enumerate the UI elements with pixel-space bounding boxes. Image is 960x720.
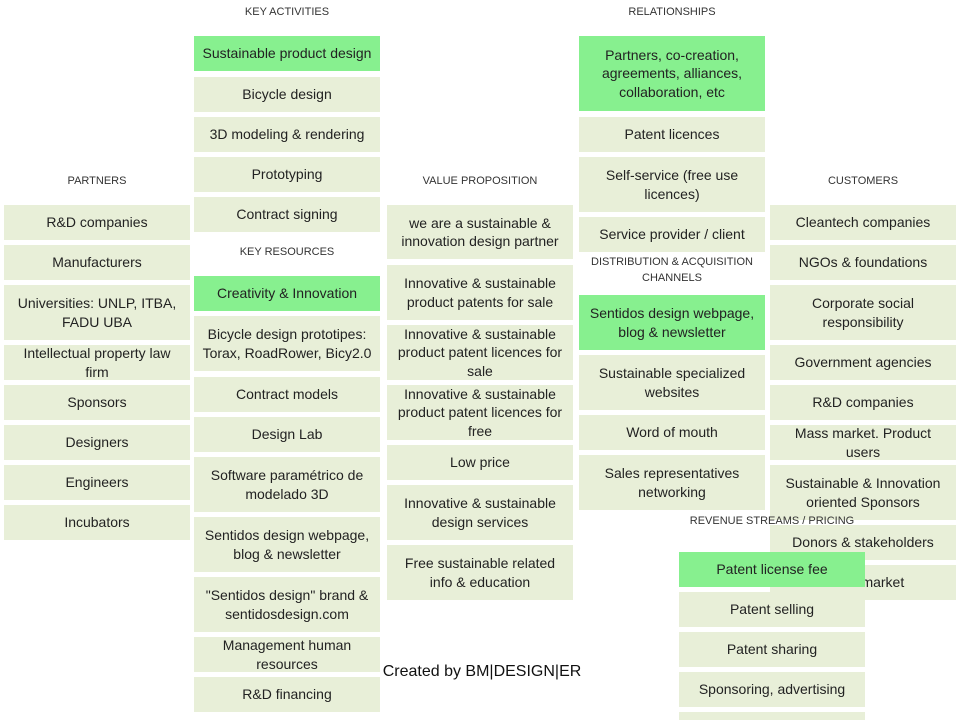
partner-box: Engineers	[4, 465, 190, 500]
relationship-box: Self-service (free use licences)	[579, 157, 765, 212]
customer-box: Mass market. Product users	[770, 425, 956, 460]
key-resource-box: Software paramétrico de modelado 3D	[194, 457, 380, 512]
customer-box: Government agencies	[770, 345, 956, 380]
channels-header: DISTRIBUTION & ACQUISITION CHANNELS	[591, 256, 753, 284]
partners-header: PARTNERS	[67, 175, 127, 187]
customer-box: Corporate social responsibility	[770, 285, 956, 340]
customer-box: R&D companies	[770, 385, 956, 420]
revenue-header: REVENUE STREAMS / PRICING	[689, 515, 855, 527]
key-resource-box: Design Lab	[194, 417, 380, 452]
channel-box: Word of mouth	[579, 415, 765, 450]
value-proposition-box: Free sustainable related info & educatio…	[387, 545, 573, 600]
value-proposition-header: VALUE PROPOSITION	[422, 175, 538, 187]
key-activity-box: Contract signing	[194, 197, 380, 232]
key-activity-box: Prototyping	[194, 157, 380, 192]
customer-box: NGOs & foundations	[770, 245, 956, 280]
key-resource-box: Contract models	[194, 377, 380, 412]
revenue-box: Sponsoring, advertising	[679, 672, 865, 707]
key-resource-box: Bicycle design prototipes: Torax, RoadRo…	[194, 316, 380, 371]
value-proposition-box: we are a sustainable & innovation design…	[387, 205, 573, 259]
key-resource-box: R&D financing	[194, 677, 380, 712]
channel-box: Sentidos design webpage, blog & newslett…	[579, 295, 765, 350]
partner-box: Universities: UNLP, ITBA, FADU UBA	[4, 285, 190, 340]
key-activities-header: KEY ACTIVITIES	[244, 6, 330, 18]
relationship-box: Service provider / client	[579, 217, 765, 252]
partner-box: Intellectual property law firm	[4, 345, 190, 380]
partner-box: R&D companies	[4, 205, 190, 240]
key-resources-header: KEY RESOURCES	[239, 246, 335, 258]
customer-box: Cleantech companies	[770, 205, 956, 240]
relationships-header: RELATIONSHIPS	[628, 6, 716, 18]
key-resource-box: Creativity & Innovation	[194, 276, 380, 311]
value-proposition-box: Innovative & sustainable product patent …	[387, 325, 573, 380]
partner-box: Incubators	[4, 505, 190, 540]
relationship-box: Partners, co-creation, agreements, allia…	[579, 36, 765, 111]
revenue-box	[679, 712, 865, 720]
channel-box: Sales representatives networking	[579, 455, 765, 510]
partner-box: Designers	[4, 425, 190, 460]
partner-box: Sponsors	[4, 385, 190, 420]
channel-box: Sustainable specialized websites	[579, 355, 765, 410]
value-proposition-box: Low price	[387, 445, 573, 480]
key-activity-box: Sustainable product design	[194, 36, 380, 71]
value-proposition-box: Innovative & sustainable product patents…	[387, 265, 573, 320]
key-activity-box: 3D modeling & rendering	[194, 117, 380, 152]
customer-box: Sustainable & Innovation oriented Sponso…	[770, 465, 956, 520]
credit-text: Created by BM|DESIGN|ER	[382, 663, 582, 680]
relationship-box: Patent licences	[579, 117, 765, 152]
partner-box: Manufacturers	[4, 245, 190, 280]
revenue-box: Patent sharing	[679, 632, 865, 667]
value-proposition-box: Innovative & sustainable product patent …	[387, 385, 573, 440]
key-resource-box: Sentidos design webpage, blog & newslett…	[194, 517, 380, 572]
key-activity-box: Bicycle design	[194, 77, 380, 112]
key-resource-box: "Sentidos design" brand & sentidosdesign…	[194, 577, 380, 632]
key-resource-box: Management human resources	[194, 637, 380, 672]
revenue-box: Patent selling	[679, 592, 865, 627]
value-proposition-box: Innovative & sustainable design services	[387, 485, 573, 540]
customers-header: CUSTOMERS	[827, 175, 899, 187]
revenue-box: Patent license fee	[679, 552, 865, 587]
